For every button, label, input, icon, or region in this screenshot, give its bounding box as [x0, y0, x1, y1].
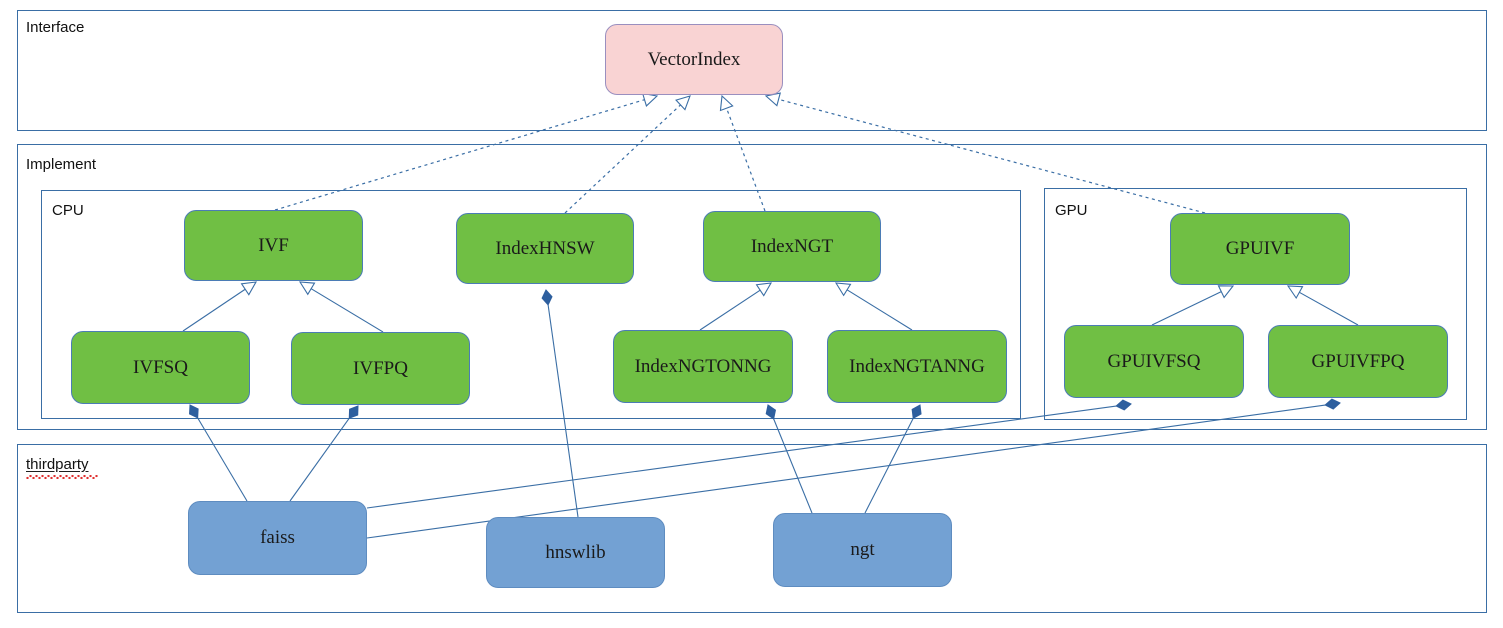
- class-node-indexngt[interactable]: IndexNGT: [703, 211, 881, 282]
- spellcheck-underline-thirdparty: [26, 475, 98, 479]
- class-node-gpuivf[interactable]: GPUIVF: [1170, 213, 1350, 285]
- class-node-indexngtanng[interactable]: IndexNGTANNG: [827, 330, 1007, 403]
- class-node-indexhnsw[interactable]: IndexHNSW: [456, 213, 634, 284]
- class-node-ngt[interactable]: ngt: [773, 513, 952, 587]
- class-node-indexngtonng[interactable]: IndexNGTONNG: [613, 330, 793, 403]
- group-label-gpu: GPU: [1055, 202, 1088, 219]
- class-node-gpuivfpq[interactable]: GPUIVFPQ: [1268, 325, 1448, 398]
- class-node-faiss[interactable]: faiss: [188, 501, 367, 575]
- group-label-implement: Implement: [26, 156, 97, 173]
- group-label-interface: Interface: [26, 19, 85, 36]
- class-node-ivf[interactable]: IVF: [184, 210, 363, 281]
- class-node-hnswlib[interactable]: hnswlib: [486, 517, 665, 588]
- class-node-ivfpq[interactable]: IVFPQ: [291, 332, 470, 405]
- class-node-gpuivfsq[interactable]: GPUIVFSQ: [1064, 325, 1244, 398]
- group-label-thirdparty: thirdparty: [26, 456, 89, 473]
- class-node-ivfsq[interactable]: IVFSQ: [71, 331, 250, 404]
- group-label-cpu: CPU: [52, 202, 84, 219]
- class-node-vectorindex[interactable]: VectorIndex: [605, 24, 783, 95]
